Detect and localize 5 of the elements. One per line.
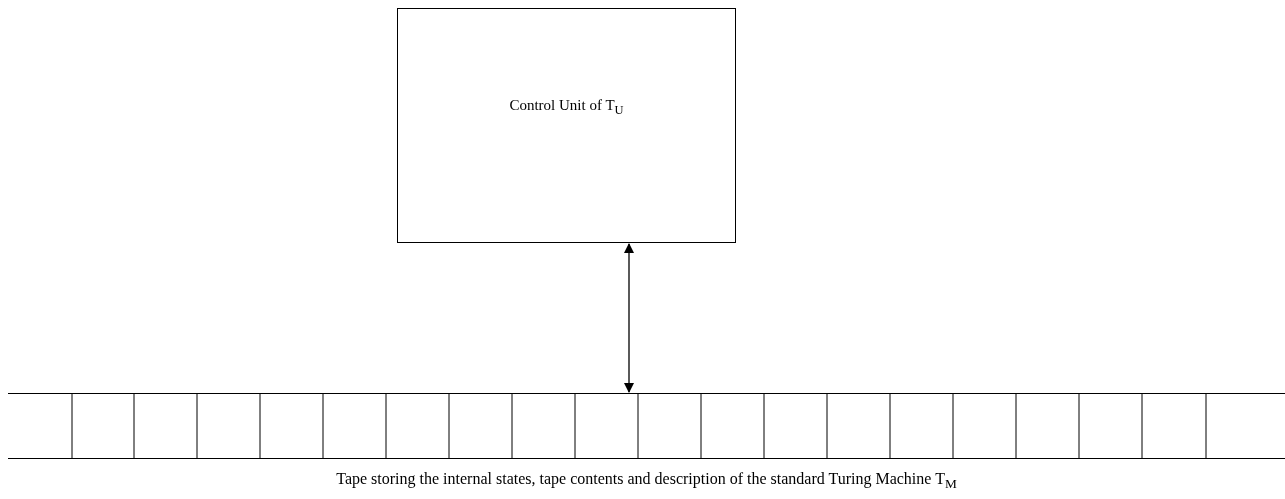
tape-caption: Tape storing the internal states, tape contents and description of the standard Turing Machine T$_{M}$ xyxy=(336,470,957,493)
tape-strip xyxy=(8,393,1285,459)
unit-label: Control Unit of T$_{U}$ xyxy=(509,97,624,118)
double-arrow xyxy=(624,243,634,393)
control-unit-box xyxy=(397,8,736,243)
